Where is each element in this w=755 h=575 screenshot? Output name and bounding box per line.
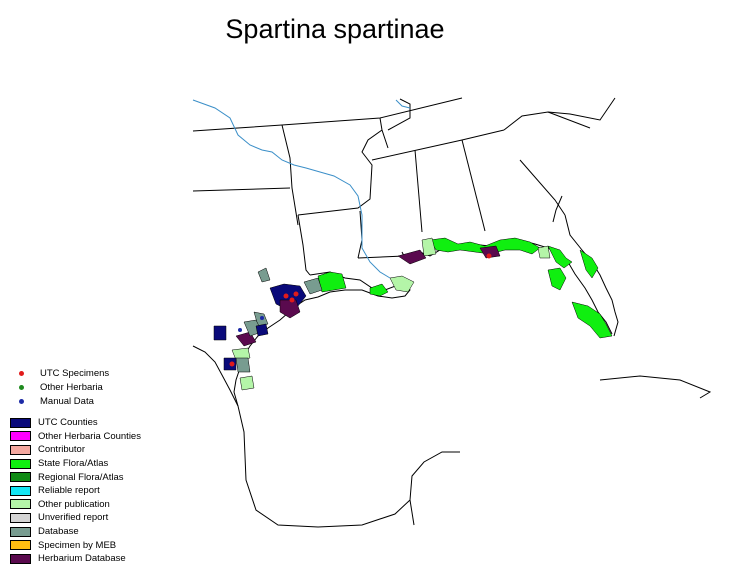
manual-data-point [260,316,264,320]
legend-swatch [10,526,31,537]
county [231,347,251,361]
green-dot-icon [19,384,24,390]
manual-data-point [238,328,242,332]
county [547,267,567,291]
map-title: Spartina spartinae [225,14,445,44]
legend-label: Reliable report [38,485,100,497]
state-boundaries [192,97,712,528]
blue-dot-icon [19,398,24,404]
utc-specimen-point [486,253,492,259]
legend-label: Other Herbaria Counties [38,430,141,442]
legend-item-regional-flora-atlas: Regional Flora/Atlas [10,470,141,484]
legend-item-database: Database [10,525,141,539]
county [303,277,323,295]
county-polygons [213,237,613,391]
legend-label: State Flora/Atlas [38,458,109,470]
legend-label: UTC Counties [38,417,98,429]
specimen-points [229,253,492,367]
county [397,249,427,265]
legend-label: UTC Specimens [40,367,110,379]
legend-label: Database [38,526,79,538]
county [547,245,573,269]
legend-swatch [10,472,31,483]
legend-item-other-herbaria-counties: Other Herbaria Counties [10,430,141,444]
county [389,275,415,293]
legend-item-specimen-by-meb: Specimen by MEB [10,538,141,552]
county [213,325,227,341]
red-dot-icon [19,370,24,376]
legend-label: Other Herbaria [40,381,103,393]
legend-item-other-publication: Other publication [10,498,141,512]
county [571,301,613,339]
legend-swatch [10,512,31,523]
county [421,237,437,257]
legend-label: Specimen by MEB [38,539,117,551]
legend-swatch [10,485,31,496]
utc-specimen-point [293,291,299,297]
county [537,245,551,259]
legend-swatch [10,499,31,510]
legend-label: Unverified report [38,512,109,524]
legend-label: Contributor [38,444,85,456]
utc-specimen-point [289,297,295,303]
legend-swatch [10,431,31,442]
legend-label: Other publication [38,498,110,510]
legend-swatch [10,553,31,564]
legend-item-unverified-report: Unverified report [10,511,141,525]
legend-item-contributor: Contributor [10,443,141,457]
utc-specimen-point [283,293,289,299]
legend-item-manual-data: Manual Data [10,394,141,408]
county [429,237,541,255]
county [239,375,255,391]
county [579,249,599,279]
county [255,323,269,337]
legend-item-state-flora-atlas: State Flora/Atlas [10,457,141,471]
legend-item-utc-specimens: UTC Specimens [10,366,141,380]
legend-item-other-herbaria: Other Herbaria [10,380,141,394]
county [235,357,251,373]
utc-specimen-point [229,361,235,367]
county [279,299,301,319]
county [369,283,389,297]
legend-item-herbarium-database: Herbarium Database [10,552,141,566]
legend-label: Manual Data [40,395,94,407]
county [257,267,271,283]
county [317,271,347,293]
legend-item-reliable-report: Reliable report [10,484,141,498]
legend-swatch [10,458,31,469]
legend: UTC Specimens Other Herbaria Manual Data… [10,366,141,566]
legend-swatch [10,417,31,428]
legend-swatch [10,540,31,551]
legend-label: Regional Flora/Atlas [38,471,124,483]
legend-label: Herbarium Database [38,553,126,565]
rivers [192,99,411,279]
legend-swatch [10,444,31,455]
legend-item-utc-counties: UTC Counties [10,416,141,430]
county [479,245,501,259]
